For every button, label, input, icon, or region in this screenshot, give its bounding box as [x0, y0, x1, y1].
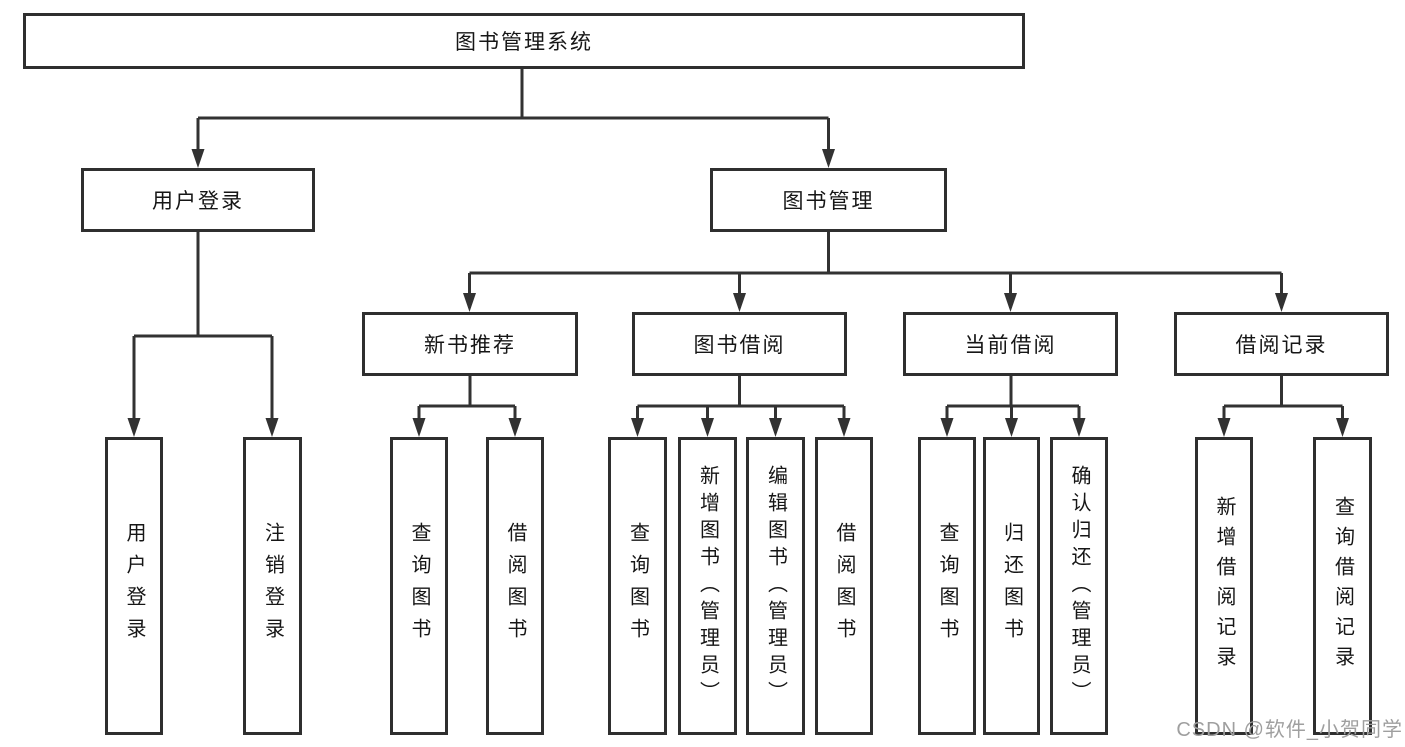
node-book-management: 图书管理	[710, 168, 947, 232]
leaf-add-book-admin-label: 新增图书（管理员）	[696, 464, 719, 708]
leaf-confirm-return-admin-label: 确认归还（管理员）	[1068, 464, 1090, 708]
leaf-add-book-admin: 新增图书（管理员）	[678, 437, 737, 735]
leaf-query-borrow-record: 查询借阅记录	[1313, 437, 1372, 735]
node-borrow-records-label: 借阅记录	[1235, 334, 1328, 357]
leaf-add-borrow-record: 新增借阅记录	[1195, 437, 1253, 735]
leaf-query-books-recommend: 查询图书	[390, 437, 448, 735]
node-root-system-label: 图书管理系统	[455, 31, 593, 54]
csdn-watermark: CSDN @软件_小贺同学	[1176, 719, 1403, 741]
node-user-login: 用户登录	[81, 168, 315, 232]
node-current-borrow: 当前借阅	[903, 312, 1118, 376]
leaf-borrow-books-recommend: 借阅图书	[486, 437, 544, 735]
leaf-logout: 注销登录	[243, 437, 302, 735]
node-user-login-label: 用户登录	[152, 190, 244, 213]
node-book-borrow-label: 图书借阅	[693, 334, 786, 357]
node-borrow-records: 借阅记录	[1174, 312, 1389, 376]
leaf-query-books-current: 查询图书	[918, 437, 976, 735]
leaf-return-book-label: 归还图书	[1000, 522, 1023, 650]
leaf-user-login-label: 用户登录	[123, 522, 145, 650]
node-current-borrow-label: 当前借阅	[964, 334, 1057, 357]
leaf-user-login: 用户登录	[105, 437, 163, 735]
leaf-query-books-current-label: 查询图书	[936, 522, 958, 650]
leaf-confirm-return-admin: 确认归还（管理员）	[1050, 437, 1108, 735]
leaf-query-books-borrow-label: 查询图书	[626, 522, 649, 650]
leaf-return-book: 归还图书	[983, 437, 1040, 735]
node-book-management-label: 图书管理	[782, 190, 875, 213]
leaf-add-borrow-record-label: 新增借阅记录	[1213, 496, 1235, 676]
node-book-borrow: 图书借阅	[632, 312, 847, 376]
leaf-edit-book-admin-label: 编辑图书（管理员）	[764, 464, 787, 708]
tree-edges	[132, 69, 1344, 433]
leaf-logout-label: 注销登录	[261, 522, 284, 650]
node-new-book-recommend: 新书推荐	[362, 312, 578, 376]
node-new-book-recommend-label: 新书推荐	[424, 334, 516, 357]
leaf-query-books-borrow: 查询图书	[608, 437, 667, 735]
leaf-borrow-books-recommend-label: 借阅图书	[504, 522, 526, 650]
node-root-system: 图书管理系统	[23, 13, 1025, 69]
leaf-borrow-books: 借阅图书	[815, 437, 873, 735]
leaf-edit-book-admin: 编辑图书（管理员）	[746, 437, 805, 735]
leaf-query-books-recommend-label: 查询图书	[408, 522, 430, 650]
leaf-borrow-books-label: 借阅图书	[833, 522, 855, 650]
leaf-query-borrow-record-label: 查询借阅记录	[1331, 496, 1354, 676]
